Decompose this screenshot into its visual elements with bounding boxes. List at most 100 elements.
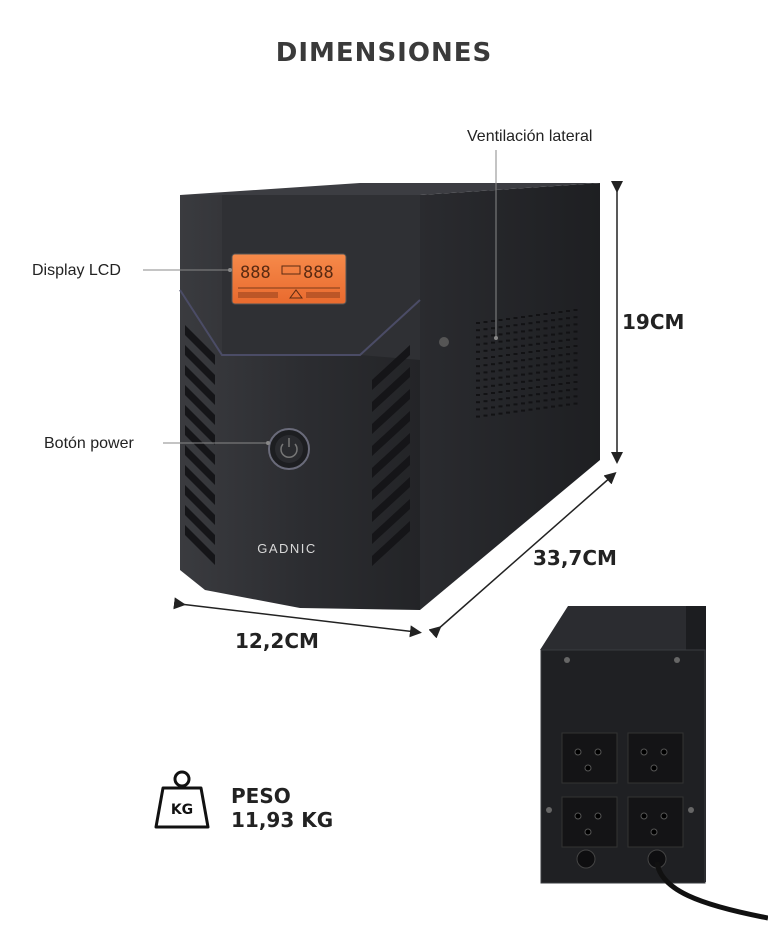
side-vent-slot (491, 320, 495, 322)
side-vent-slot (536, 321, 540, 324)
side-vent-slot (551, 405, 555, 408)
side-vent-slot (573, 309, 578, 311)
side-vent-slot (483, 378, 488, 381)
side-vent-slot (476, 386, 480, 389)
fuse-holder (576, 849, 596, 869)
dimension-height: 19CM (622, 310, 685, 334)
side-vent-slot (551, 319, 555, 322)
side-vent-slot (498, 369, 503, 372)
side-vent-slot (566, 331, 570, 334)
side-vent-slot (513, 338, 518, 341)
side-vents (476, 309, 578, 418)
side-vent-slot (521, 323, 525, 326)
side-vent-slot (483, 335, 488, 338)
side-vent-slot (506, 325, 510, 328)
side-vent-slot (551, 326, 555, 329)
side-vent-slot (476, 394, 480, 396)
side-vent-slot (558, 354, 563, 357)
side-vent-slot (543, 341, 548, 344)
side-vent-slot (521, 395, 525, 398)
side-vent-slot (513, 317, 518, 319)
side-vent-slot (521, 409, 525, 412)
side-vent-slot (558, 311, 563, 313)
side-vent-slot (528, 365, 533, 368)
dimension-depth: 33,7CM (533, 546, 617, 570)
side-vent-slot (566, 396, 570, 399)
weight-info: PESO 11,93 KG (231, 784, 333, 832)
side-vent-slot (521, 344, 525, 347)
side-vent-slot (536, 342, 540, 345)
side-vent-slot (513, 367, 518, 370)
side-vent-slot (491, 363, 495, 366)
callout-ventilacion: Ventilación lateral (467, 128, 593, 145)
side-vent-slot (566, 310, 570, 312)
side-vent-slot (551, 362, 555, 365)
side-vent-slot (521, 388, 525, 390)
side-vent-grid (475, 320, 580, 420)
side-vent-slot (476, 408, 480, 411)
side-vent-slot (566, 360, 570, 363)
side-vent-slot (551, 348, 555, 350)
side-vent-slot (573, 352, 578, 355)
weight-label: PESO (231, 784, 291, 808)
side-vent-slot (573, 366, 578, 369)
side-vent-slot (483, 357, 488, 359)
side-vent-slot (521, 380, 525, 383)
brand-logo: GADNIC (257, 541, 317, 556)
side-vent-slot (513, 360, 518, 363)
side-vent-slot (573, 337, 578, 340)
side-vent-slot (476, 401, 480, 404)
side-vent-slot (483, 342, 488, 345)
side-vent-slot (536, 400, 540, 403)
page-title: DIMENSIONES (275, 38, 493, 68)
side-vent-slot (498, 326, 503, 329)
side-vent-slot (483, 407, 488, 410)
side-vent-slot (506, 332, 510, 335)
side-vent-slot (573, 395, 578, 398)
side-vent-slot (498, 362, 503, 365)
side-vent-slot (566, 389, 570, 392)
callout-display: Display LCD (32, 262, 121, 279)
side-vent-slot (558, 332, 563, 335)
side-vent-slot (536, 407, 540, 410)
side-vent-slot (573, 330, 578, 333)
side-vent-slot (506, 390, 510, 392)
side-vent-slot (506, 346, 510, 349)
side-vent-slot (528, 329, 533, 332)
side-vent-slot (483, 414, 488, 417)
side-vent-slot (543, 377, 548, 380)
outlet-3 (561, 796, 618, 848)
side-vent-slot (476, 365, 480, 368)
side-vent-slot (543, 399, 548, 402)
side-vent-slot (573, 381, 578, 383)
side-vent-slot (521, 373, 525, 376)
side-vent-slot (491, 348, 495, 351)
front-right-vents (372, 345, 410, 566)
side-vent-slot (513, 324, 518, 327)
side-vent-slot (483, 393, 488, 395)
depth-arrow (428, 472, 617, 639)
side-vent-slot (551, 376, 555, 379)
side-vent-slot (528, 343, 533, 346)
side-vent-slot (573, 388, 578, 391)
side-vent-slot (498, 340, 503, 343)
dimension-width: 12,2CM (235, 629, 319, 653)
side-vent-slot (476, 372, 480, 375)
side-vent-slot (528, 336, 533, 339)
power-button[interactable] (268, 428, 310, 470)
lcd-display: 888 888 (231, 253, 347, 305)
side-vent-slot (536, 364, 540, 367)
side-vent-slot (513, 396, 518, 399)
side-vent-slot (491, 392, 495, 394)
side-vent-slot (551, 312, 555, 314)
side-vent-slot (528, 387, 533, 389)
side-vent-slot (558, 318, 563, 321)
side-screw (439, 337, 449, 347)
side-vent-slot (506, 411, 510, 414)
side-vent-slot (476, 358, 480, 360)
side-vent-slot (528, 394, 533, 397)
outlet-1 (561, 732, 618, 784)
side-vent-slot (558, 347, 563, 349)
side-vent-slot (513, 374, 518, 377)
side-vent-slot (483, 400, 488, 403)
